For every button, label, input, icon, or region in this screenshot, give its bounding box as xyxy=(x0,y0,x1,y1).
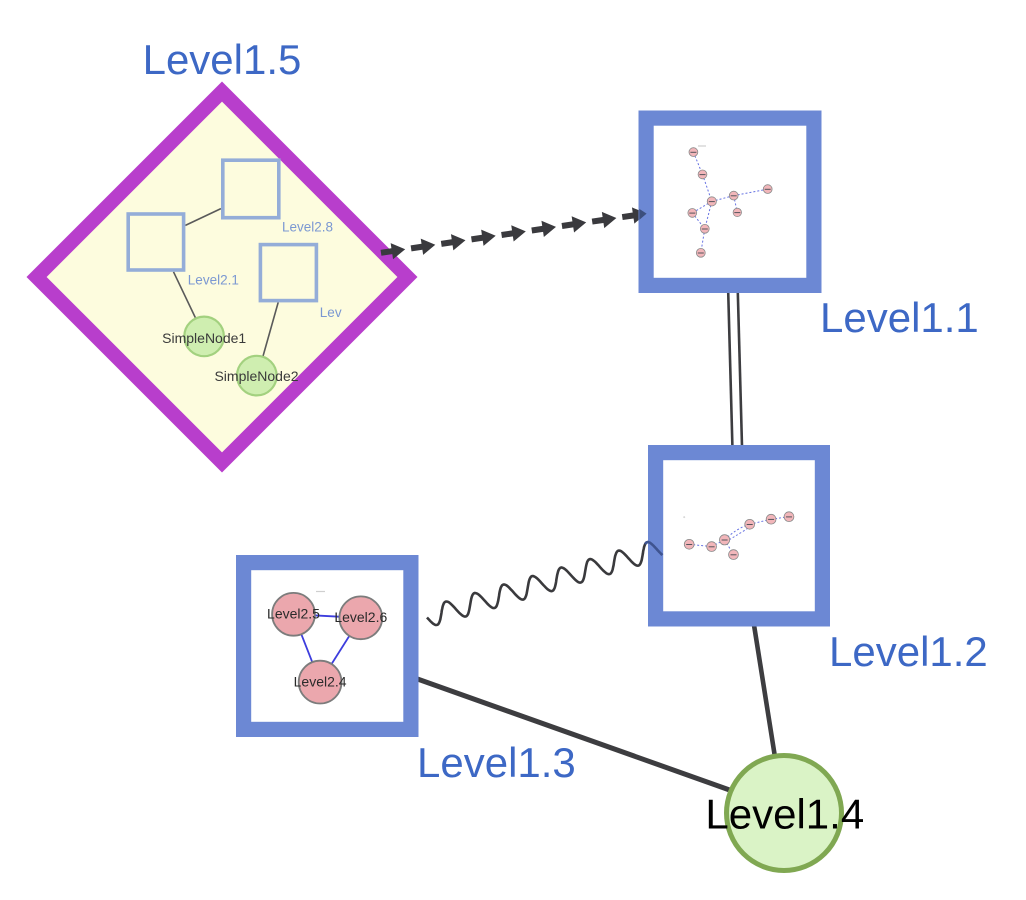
svg-text:Level1.3: Level1.3 xyxy=(417,739,576,786)
svg-text:Level2.6: Level2.6 xyxy=(334,609,387,625)
svg-text:SimpleNode1: SimpleNode1 xyxy=(162,330,246,346)
svg-text:Level1.5: Level1.5 xyxy=(143,36,302,83)
svg-text:Level2.4: Level2.4 xyxy=(294,673,347,689)
svg-text:Level1.2: Level1.2 xyxy=(829,628,988,675)
svg-text:Level1.1: Level1.1 xyxy=(820,294,979,341)
svg-text:Level1.4: Level1.4 xyxy=(705,791,864,838)
svg-text:Level2.8: Level2.8 xyxy=(282,220,333,235)
svg-text:Level2.1: Level2.1 xyxy=(188,273,239,288)
svg-text:Level2.5: Level2.5 xyxy=(267,606,320,622)
svg-text:Lev: Lev xyxy=(320,305,342,320)
svg-text:SimpleNode2: SimpleNode2 xyxy=(214,368,298,384)
